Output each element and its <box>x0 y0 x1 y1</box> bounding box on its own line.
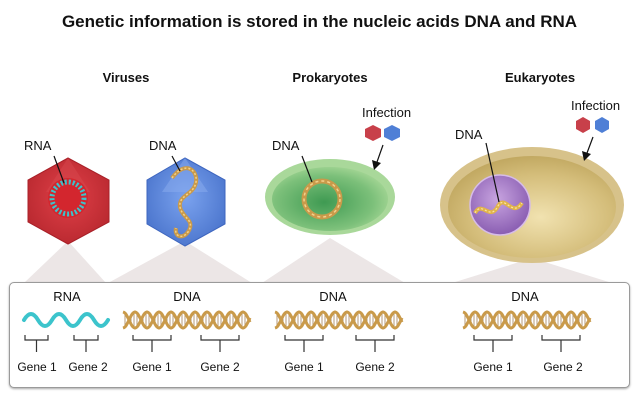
callout-euk-infection: Infection <box>571 98 621 113</box>
gene-label: Gene 1 <box>17 360 57 374</box>
panel-molecule-label-2: DNA <box>173 289 201 304</box>
prok-infection-arrow <box>372 160 381 170</box>
prokaryote-cell <box>265 159 395 235</box>
infection-arrowheads <box>372 151 591 170</box>
gene-label: Gene 2 <box>355 360 395 374</box>
gene-label: Gene 2 <box>543 360 583 374</box>
panel-molecule-label-3: DNA <box>319 289 347 304</box>
gene-label: Gene 2 <box>68 360 108 374</box>
rna-strand <box>22 312 110 328</box>
cone-dna-virus <box>108 241 252 283</box>
dna-double-helix <box>462 310 592 330</box>
gene-bracket <box>284 335 324 352</box>
projection-cones <box>24 238 612 283</box>
group-label-viruses: Viruses <box>102 70 150 85</box>
callout-euk-dna: DNA <box>455 127 483 142</box>
cone-eukaryote <box>452 258 612 283</box>
dna-virus-capsid <box>146 157 226 247</box>
gene-bracket <box>200 335 240 352</box>
group-label-eukaryotes: Eukaryotes <box>504 70 576 85</box>
gene-label: Gene 1 <box>473 360 513 374</box>
prok-infection-virions <box>365 125 400 141</box>
panel-molecule-label-4: DNA <box>511 289 539 304</box>
euk-infection-arrow <box>582 151 591 161</box>
panel-molecule-label-1: RNA <box>53 289 81 304</box>
gene-label: Gene 2 <box>200 360 240 374</box>
euk-infection-virions <box>576 117 609 133</box>
gene-bracket <box>132 335 172 352</box>
gene-bracket <box>355 335 395 352</box>
cone-rna-virus <box>24 241 106 283</box>
dna-helices <box>122 310 592 330</box>
gene-panel <box>9 282 630 388</box>
gene-label: Gene 1 <box>132 360 172 374</box>
diagram-title: Genetic information is stored in the nuc… <box>61 12 578 31</box>
eukaryote-cell <box>440 147 624 263</box>
gene-bracket <box>24 335 49 352</box>
gene-bracket <box>473 335 513 352</box>
gene-bracket <box>73 335 99 352</box>
callout-rna-virus: RNA <box>24 138 52 153</box>
gene-label: Gene 1 <box>284 360 324 374</box>
callout-prok-infection: Infection <box>362 105 412 120</box>
dna-double-helix <box>122 310 252 330</box>
gene-bracket <box>541 335 581 352</box>
dna-double-helix <box>274 310 404 330</box>
group-label-prokaryotes: Prokaryotes <box>292 70 368 85</box>
rna-virus-capsid <box>27 157 110 245</box>
cone-prokaryote <box>262 238 405 283</box>
gene-brackets <box>24 335 581 352</box>
callout-lines <box>53 136 594 203</box>
callout-dna-virus: DNA <box>149 138 177 153</box>
callout-prok-dna: DNA <box>272 138 300 153</box>
